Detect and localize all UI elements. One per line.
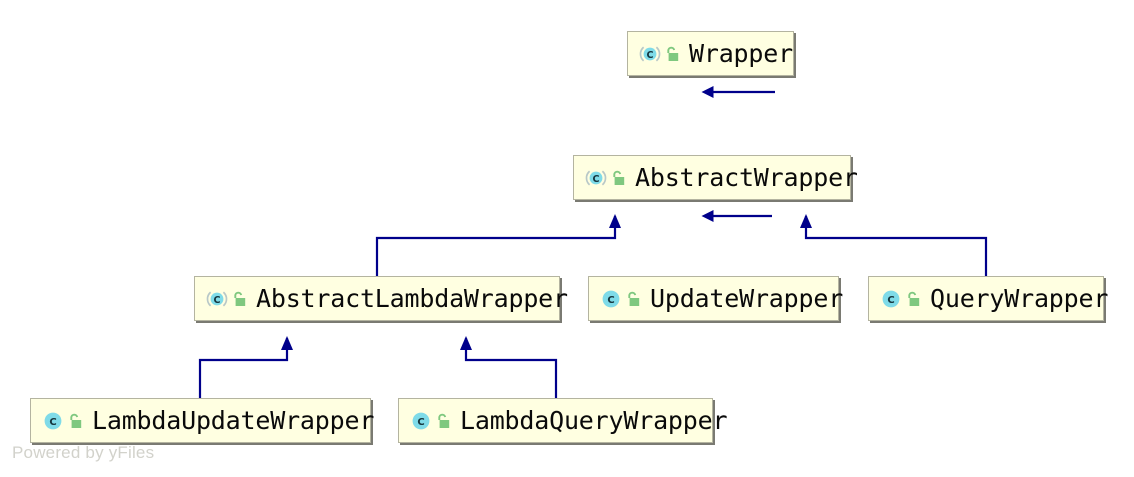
arrowhead-lambdaquerywrapper [460, 336, 472, 350]
class-name-label: LambdaUpdateWrapper [92, 406, 375, 435]
unlocked-padlock-icon [70, 413, 82, 428]
uml-class-node-abstract-lambda-wrapper[interactable]: C AbstractLambdaWrapper [194, 276, 568, 321]
class-icon: C [602, 290, 620, 307]
node-icon-group: C [42, 410, 83, 432]
node-icon-group: C [206, 288, 247, 310]
class-name-label: AbstractWrapper [635, 163, 858, 192]
node-icon-group: C [410, 410, 451, 432]
unlocked-padlock-icon [613, 170, 625, 185]
class-icon: C [882, 290, 900, 307]
abstract-class-icon: C [639, 46, 661, 61]
svg-text:C: C [607, 295, 614, 306]
uml-class-node-lambda-update-wrapper[interactable]: C LambdaUpdateWrapper [30, 398, 375, 443]
class-name-label: AbstractLambdaWrapper [256, 284, 568, 313]
unlocked-padlock-icon [667, 46, 679, 61]
edge-abstractlambdawrapper-abstractwrapper [375, 216, 617, 276]
svg-text:C: C [593, 174, 600, 185]
uml-class-node-lambda-query-wrapper[interactable]: C LambdaQueryWrapper [398, 398, 728, 443]
edge-querywrapper-abstractwrapper [804, 216, 988, 276]
unlocked-padlock-icon [438, 413, 450, 428]
class-name-label: LambdaQueryWrapper [460, 406, 728, 435]
svg-text:C: C [214, 295, 221, 306]
class-name-label: UpdateWrapper [650, 284, 844, 313]
node-icon-group: C [639, 43, 680, 65]
uml-class-node-query-wrapper[interactable]: C QueryWrapper [868, 276, 1108, 321]
uml-class-node-update-wrapper[interactable]: C UpdateWrapper [588, 276, 843, 321]
svg-text:C: C [647, 50, 654, 61]
svg-text:C: C [887, 295, 894, 306]
unlocked-padlock-icon [234, 291, 246, 306]
uml-class-node-wrapper[interactable]: C Wrapper [627, 31, 794, 76]
yfiles-watermark: Powered by yFiles [12, 443, 155, 462]
uml-class-node-abstract-wrapper[interactable]: C AbstractWrapper [573, 155, 858, 200]
class-icon: C [44, 412, 62, 429]
arrowhead-lambdaupdatewrapper [281, 336, 293, 350]
node-icon-group: C [585, 167, 626, 189]
svg-text:C: C [417, 417, 424, 428]
class-icon: C [412, 412, 430, 429]
class-name-label: Wrapper [689, 39, 793, 68]
edge-lambdaupdatewrapper-abstractlambdawrapper [198, 338, 289, 398]
node-icon-group: C [880, 288, 921, 310]
arrowhead-abstractlambdawrapper [609, 214, 621, 228]
unlocked-padlock-icon [628, 291, 640, 306]
abstract-class-icon: C [585, 170, 607, 185]
edge-lambdaquerywrapper-abstractlambdawrapper [464, 338, 558, 398]
class-name-label: QueryWrapper [930, 284, 1109, 313]
node-icon-group: C [600, 288, 641, 310]
unlocked-padlock-icon [908, 291, 920, 306]
abstract-class-icon: C [206, 291, 228, 306]
arrowhead-querywrapper [800, 214, 812, 228]
svg-text:C: C [49, 417, 56, 428]
